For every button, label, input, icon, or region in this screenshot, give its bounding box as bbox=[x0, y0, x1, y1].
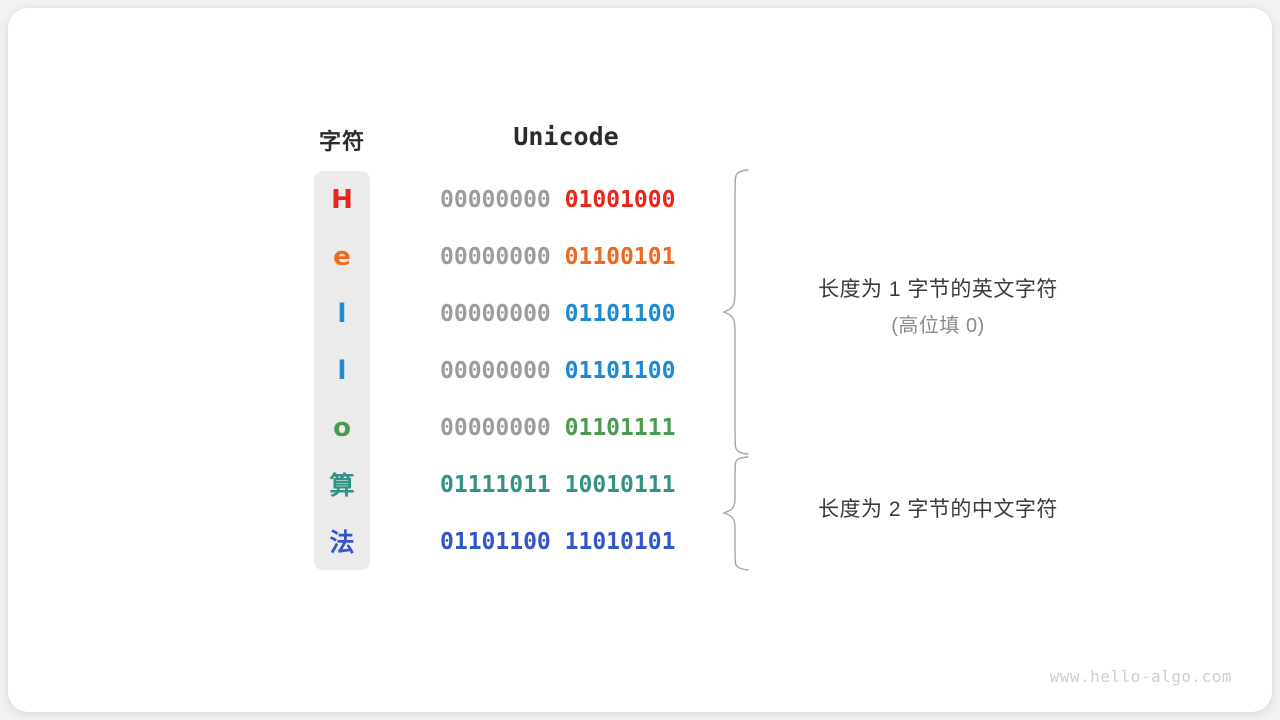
annotation-two-byte: 长度为 2 字节的中文字符 bbox=[768, 492, 1108, 528]
encoding-row: e 00000000 01100101 bbox=[314, 229, 714, 286]
annotation-two-byte-main: 长度为 2 字节的中文字符 bbox=[818, 498, 1058, 521]
row-high-byte: 00000000 bbox=[440, 301, 551, 327]
row-high-byte: 01111011 bbox=[440, 472, 551, 498]
byte-separator bbox=[551, 301, 565, 327]
row-high-byte: 01101100 bbox=[440, 529, 551, 555]
byte-separator bbox=[551, 472, 565, 498]
row-low-byte: 01100101 bbox=[564, 244, 676, 270]
row-low-byte: 01001000 bbox=[564, 187, 676, 213]
site-watermark: www.hello-algo.com bbox=[1049, 667, 1232, 686]
row-character: l bbox=[337, 356, 347, 386]
annotation-one-byte-main: 长度为 1 字节的英文字符 bbox=[818, 278, 1058, 301]
diagram-card: 字符 Unicode H 00000000 01001000 e 00000000 0… bbox=[8, 8, 1272, 712]
row-unicode-bits: 00000000 01001000 bbox=[440, 172, 675, 229]
column-header-character: 字符 bbox=[318, 129, 365, 154]
row-low-byte: 01101100 bbox=[564, 358, 676, 384]
row-character: 法 bbox=[329, 528, 355, 557]
row-low-byte: 10010111 bbox=[564, 472, 676, 498]
encoding-row: l 00000000 01101100 bbox=[314, 286, 714, 343]
byte-separator bbox=[551, 244, 565, 270]
brace-one-byte-group bbox=[722, 169, 749, 455]
encoding-row: 算 01111011 10010111 bbox=[314, 457, 714, 514]
row-high-byte: 00000000 bbox=[440, 358, 551, 384]
annotation-one-byte: 长度为 1 字节的英文字符 (高位填 0) bbox=[768, 272, 1108, 344]
byte-separator bbox=[551, 415, 565, 441]
column-header-unicode: Unicode bbox=[513, 122, 619, 151]
row-character: o bbox=[333, 413, 351, 443]
row-low-byte: 01101100 bbox=[564, 301, 676, 327]
row-unicode-bits: 01101100 11010101 bbox=[440, 514, 675, 571]
row-high-byte: 00000000 bbox=[440, 187, 551, 213]
row-unicode-bits: 00000000 01101111 bbox=[440, 400, 675, 457]
encoding-row: 法 01101100 11010101 bbox=[314, 514, 714, 571]
row-unicode-bits: 00000000 01101100 bbox=[440, 286, 675, 343]
row-character: l bbox=[337, 299, 347, 329]
row-high-byte: 00000000 bbox=[440, 415, 551, 441]
byte-separator bbox=[551, 529, 565, 555]
character-column-background bbox=[314, 171, 370, 570]
encoding-row: l 00000000 01101100 bbox=[314, 343, 714, 400]
row-unicode-bits: 00000000 01101100 bbox=[440, 343, 675, 400]
row-unicode-bits: 01111011 10010111 bbox=[440, 457, 675, 514]
brace-two-byte-group bbox=[722, 456, 749, 571]
row-character: 算 bbox=[329, 471, 355, 500]
row-character: H bbox=[331, 185, 353, 215]
row-high-byte: 00000000 bbox=[440, 244, 551, 270]
annotation-one-byte-sub: (高位填 0) bbox=[891, 315, 985, 337]
byte-separator bbox=[551, 187, 565, 213]
row-unicode-bits: 00000000 01100101 bbox=[440, 229, 675, 286]
byte-separator bbox=[551, 358, 565, 384]
row-low-byte: 11010101 bbox=[564, 529, 676, 555]
row-character: e bbox=[333, 242, 351, 272]
row-low-byte: 01101111 bbox=[564, 415, 676, 441]
encoding-row: H 00000000 01001000 bbox=[314, 172, 714, 229]
encoding-row: o 00000000 01101111 bbox=[314, 400, 714, 457]
